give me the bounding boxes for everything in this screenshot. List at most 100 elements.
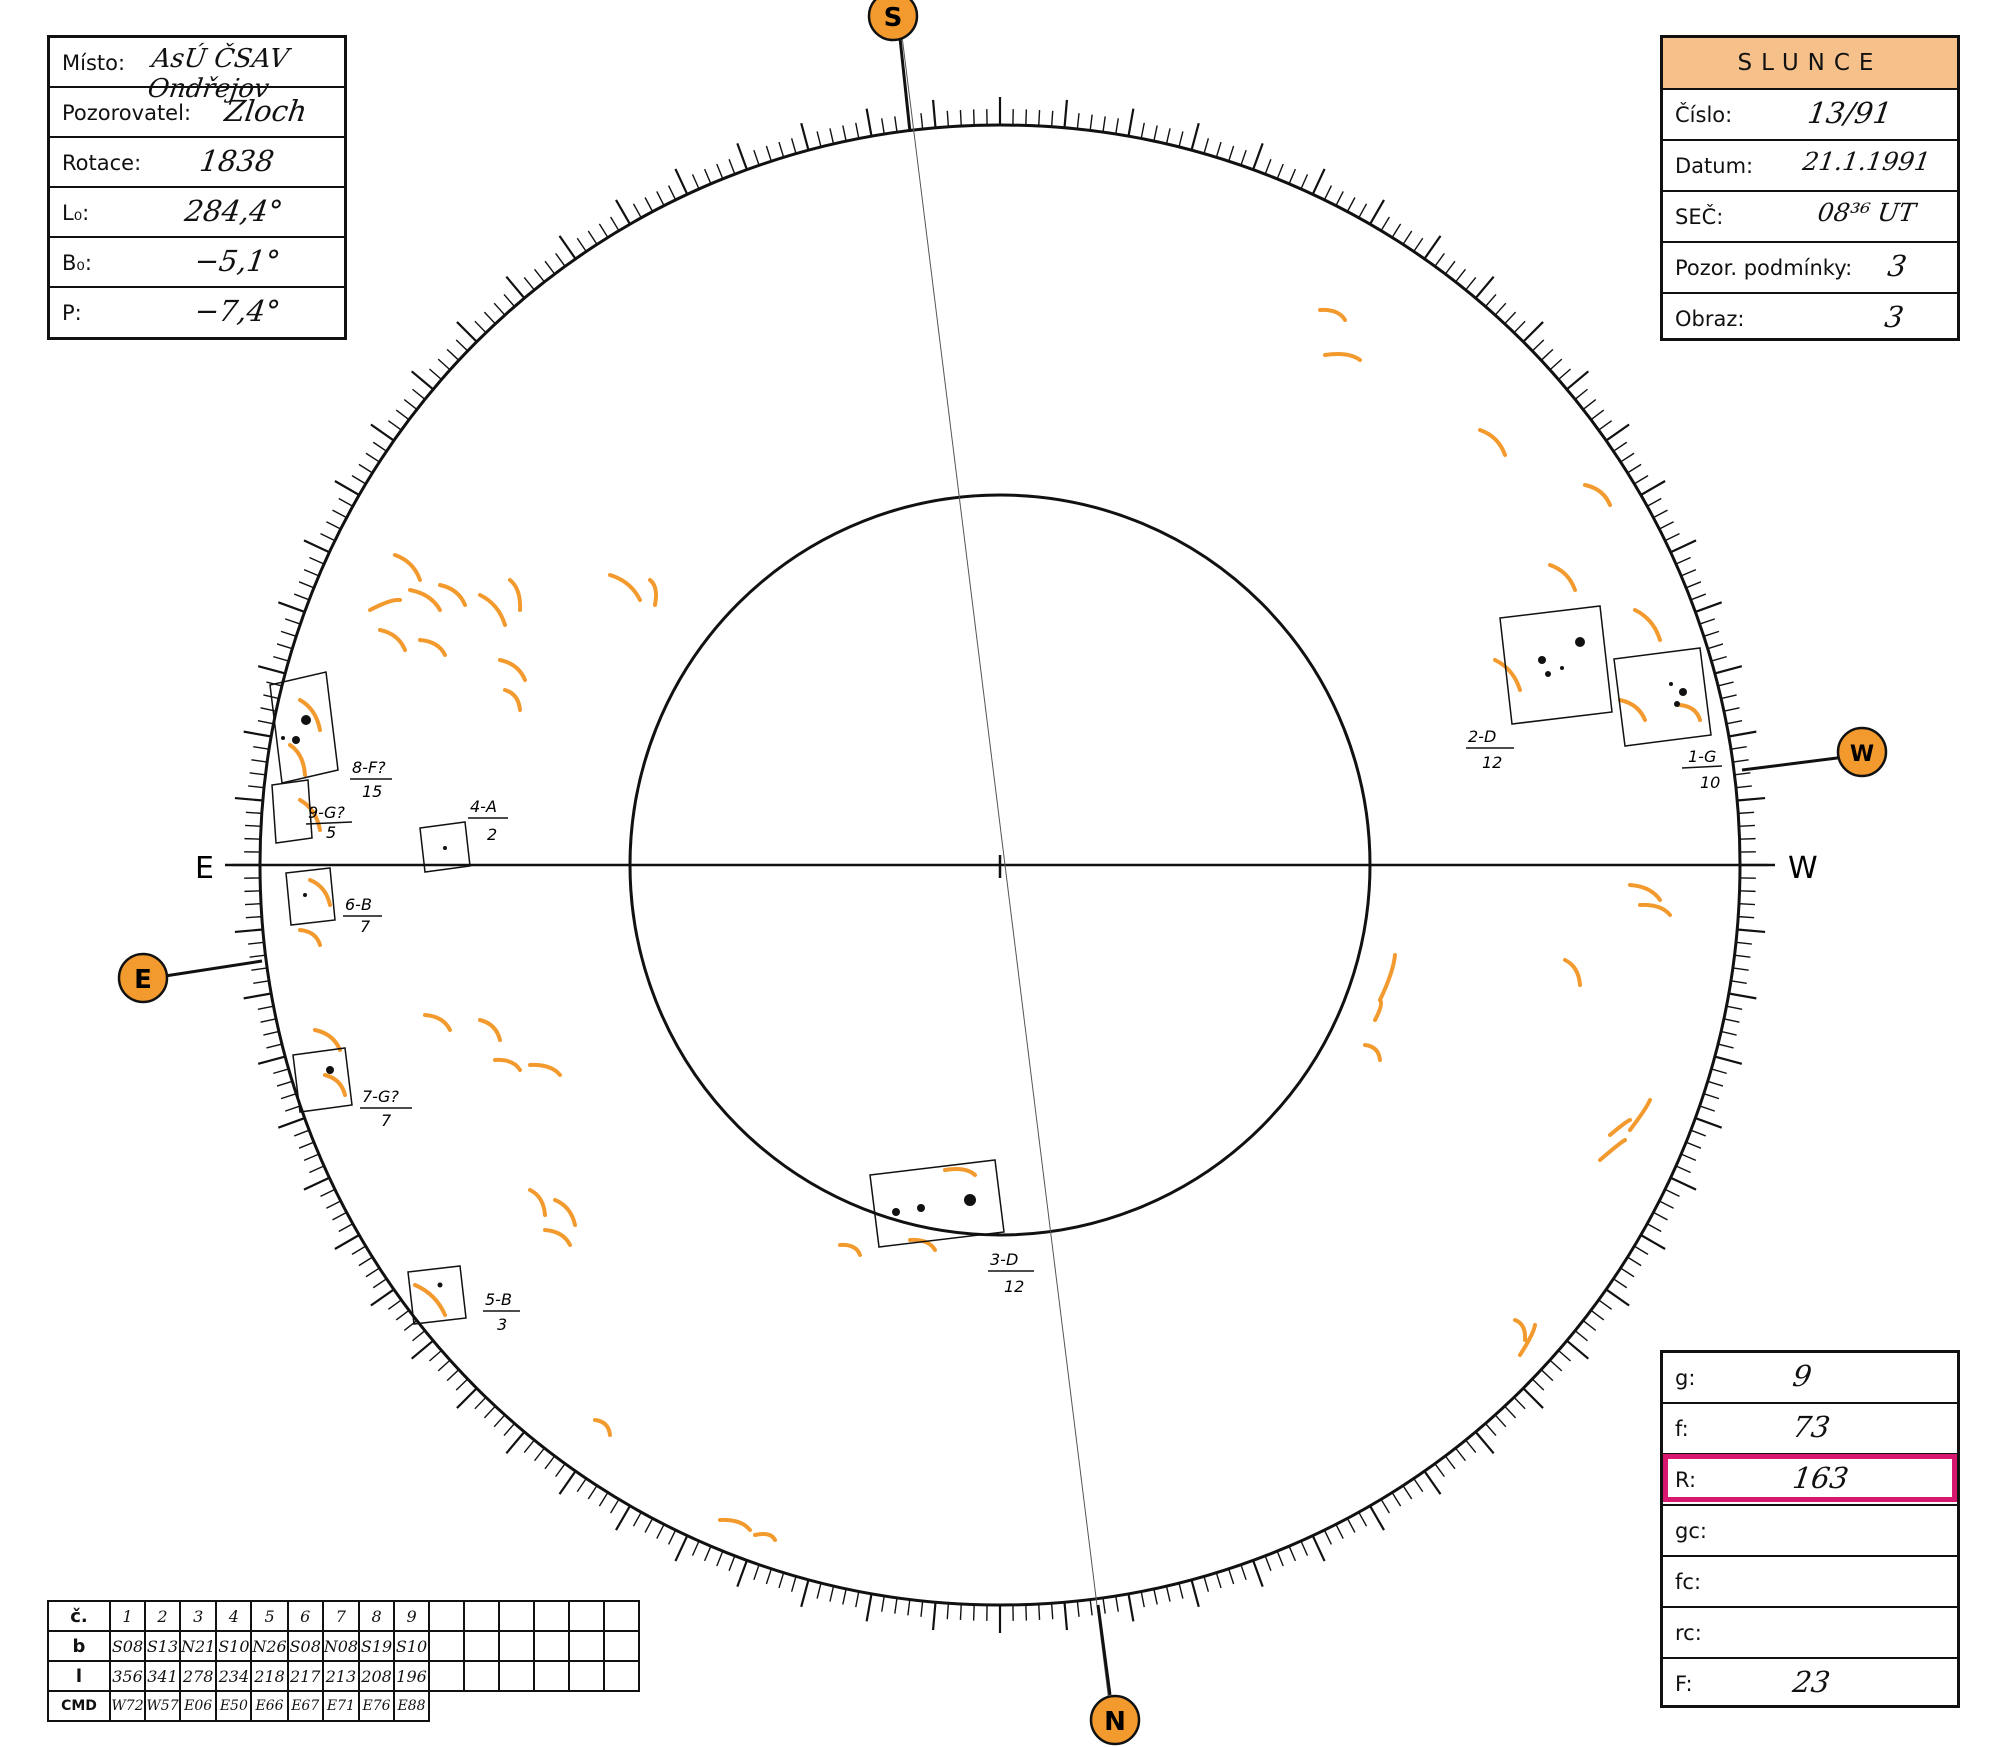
group-box-3 [869,1159,1005,1248]
limb-tick [716,163,724,180]
facula-mark [753,1532,777,1542]
limb-tick [332,509,347,519]
table-cell: W72 [109,1690,146,1722]
limb-tick [483,311,496,325]
limb-tick [244,903,262,906]
limb-tick [632,203,642,219]
facula-mark [1323,352,1362,362]
facula-mark [1548,563,1577,592]
limb-tick [1703,1093,1720,1100]
table-cell: 1 [109,1600,146,1632]
limb-tick [1504,311,1517,325]
table-cell: N08 [321,1630,361,1662]
limb-tick [1613,441,1628,452]
limb-tick [1675,1165,1691,1174]
limb-tick [1203,138,1210,154]
table-cell: E50 [215,1690,253,1722]
limb-tick [244,890,261,893]
limb-tick [1620,452,1635,463]
limb-tick [1531,339,1545,352]
limb-tick [790,1576,797,1592]
limb-tick [253,746,270,750]
table-cell: 356 [109,1660,146,1692]
limb-tick [691,174,700,190]
limb-tick [370,423,395,442]
facula-mark [943,1167,977,1177]
group-label-7: 7-G?7 [360,1087,412,1130]
count-row-rc: rc: [1663,1608,1957,1659]
limb-tick [503,1423,516,1437]
table-cell: 8 [358,1600,396,1632]
faculae-layer [288,307,1702,1542]
limb-tick [234,796,263,802]
limb-tick [1165,1585,1171,1602]
table-cell [428,1660,466,1692]
group-box-2 [1499,605,1613,725]
facula-mark [288,743,307,777]
limb-tick [1358,203,1368,219]
limb-tick [587,230,598,245]
limb-tick [1089,1599,1093,1616]
table-cell: 341 [144,1660,181,1692]
info-row-image: Obraz:3 [1675,300,1906,334]
limb-tick [558,235,577,260]
limb-tick [358,463,373,474]
limb-tick [1582,1320,1597,1331]
limb-tick [1311,1535,1326,1562]
facula-mark [413,1283,447,1317]
limb-tick [276,643,293,650]
limb-tick [1102,1597,1106,1614]
limb-tick [456,1387,478,1409]
limb-tick [395,1309,410,1321]
limb-tick [303,1176,330,1191]
group-label-3: 3-D12 [988,1250,1034,1296]
north-south-pointer-bottom [1096,1604,1112,1696]
limb-tick [1300,1540,1309,1556]
group-label-2: 2-D12 [1466,727,1514,772]
facula-mark [1608,1118,1632,1137]
limb-tick [1288,1545,1297,1562]
svg-text:5: 5 [326,823,336,842]
limb-tick [1620,1267,1635,1278]
limb-tick [1050,1603,1054,1620]
limb-tick [437,1359,451,1372]
limb-tick [523,277,535,291]
facula-mark [593,1418,612,1437]
table-cell [603,1630,641,1662]
limb-tick [946,110,950,127]
limb-tick [298,581,315,589]
group-box-5 [407,1265,467,1325]
limb-tick [1369,199,1385,225]
svg-text:9-G?: 9-G? [308,803,345,822]
limb-tick [1323,1529,1333,1545]
svg-text:2: 2 [487,825,497,844]
limb-tick [1540,1369,1554,1382]
limb-tick [1402,1485,1413,1500]
limb-tick [1735,941,1752,945]
table-cell: S19 [358,1630,396,1662]
facula-mark [1493,658,1522,692]
limb-tick [728,1555,736,1572]
limb-tick [1738,915,1755,919]
limb-tick [1264,1555,1272,1572]
limb-tick [428,368,442,381]
count-row-gc: gc: [1663,1506,1957,1557]
limb-tick [1653,509,1668,519]
svg-text:N: N [1104,1707,1126,1737]
facula-mark [1628,1098,1652,1132]
limb-tick [778,1572,785,1589]
limb-tick [358,1256,373,1267]
group-box-1 [1613,647,1712,747]
table-cell [603,1660,641,1692]
table-cell: 6 [286,1600,324,1632]
table-cell: 218 [250,1660,289,1692]
limb-tick [503,293,516,307]
limb-tick [1264,158,1272,175]
table-cell: 5 [250,1600,289,1632]
facula-mark [553,1198,577,1227]
limb-tick [1494,1414,1507,1428]
limb-tick [1664,1188,1680,1198]
facula-mark [1518,1323,1537,1357]
table-cell: S13 [144,1630,181,1662]
